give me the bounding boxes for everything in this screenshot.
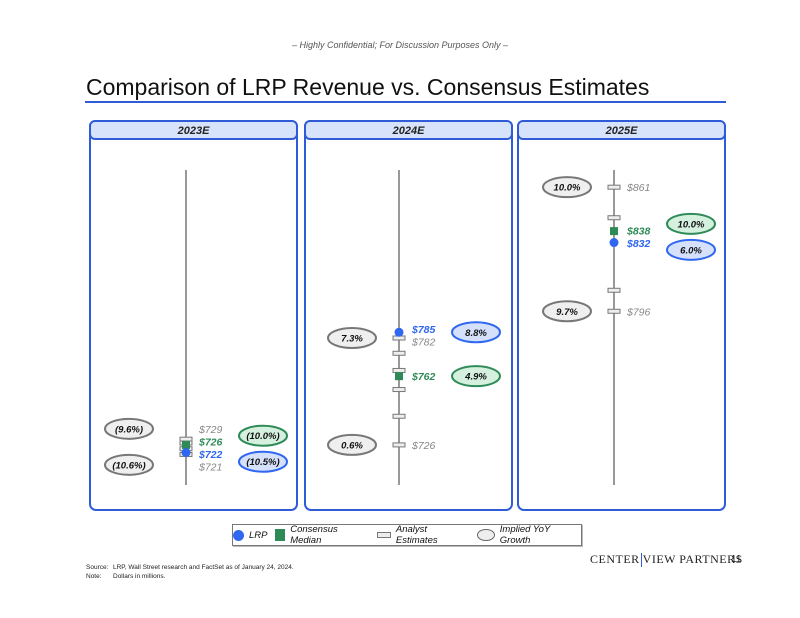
growth-ellipse	[542, 176, 592, 199]
lrp-dot-icon	[233, 529, 244, 541]
growth-value: 10.0%	[678, 219, 705, 230]
estimate-bar-icon	[377, 532, 391, 538]
panel-2024e: 2024E $785$782 $762 $726 7.3% 0.6% 8.8% 4.9%	[304, 120, 513, 511]
lrp-value-label: $832	[626, 238, 651, 250]
growth-ellipse	[104, 453, 154, 476]
low-estimate-label: $796	[626, 306, 651, 318]
panel-header	[304, 120, 513, 140]
growth-value: (10.5%)	[246, 457, 279, 468]
confidentiality-notice: – Highly Confidential; For Discussion Pu…	[291, 40, 509, 50]
growth-ellipse	[327, 327, 377, 349]
low-estimate-label: $726	[411, 440, 436, 452]
source-key: Source:	[86, 564, 109, 571]
growth-ellipse	[238, 424, 288, 447]
analyst-estimate-mark	[392, 367, 406, 373]
growth-ellipse	[327, 433, 377, 456]
legend-lrp-label: LRP	[249, 529, 268, 541]
growth-value: (9.6%)	[115, 424, 143, 435]
legend-lrp: LRP	[233, 529, 268, 541]
lrp-growth-ellipse: (10.5%)	[238, 450, 288, 473]
consensus-value-label: $762	[411, 371, 436, 383]
lrp-value-label: $722	[198, 449, 223, 461]
consensus-growth-ellipse: (10.0%)	[238, 424, 288, 447]
legend-growth: Implied YoY Growth	[477, 524, 581, 546]
growth-value: 4.9%	[464, 372, 487, 383]
growth-value: 7.3%	[341, 334, 363, 345]
panel-year-label: 2025E	[605, 125, 638, 137]
consensus-median-marker	[610, 227, 618, 236]
footnotes: Source: LRP, Wall Street research and Fac…	[86, 563, 294, 581]
consensus-square-icon	[275, 529, 286, 541]
lrp-marker	[394, 327, 404, 337]
consensus-median-marker	[395, 372, 403, 381]
lrp-growth-ellipse: 6.0%	[666, 238, 716, 261]
low-estimate-label: $721	[198, 462, 222, 474]
analyst-estimate-mark	[392, 413, 406, 419]
low-growth-ellipse: 0.6%	[327, 433, 377, 456]
panel-2023e: 2023E $729$726$722$721 (9.6%) (10.6%) (10.0%…	[89, 120, 298, 511]
legend-growth-label: Implied YoY Growth	[499, 524, 551, 546]
consensus-median-marker	[182, 440, 190, 449]
high-estimate-label: $782	[411, 336, 436, 348]
panel-year-label: 2024E	[392, 125, 425, 137]
analyst-estimate-mark	[607, 184, 621, 190]
panel-header	[517, 120, 726, 140]
analyst-estimate-mark	[392, 387, 406, 393]
source-text: LRP, Wall Street research and FactSet as…	[113, 564, 294, 571]
growth-ellipse	[451, 321, 501, 344]
note-text: Dollars in millions.	[113, 573, 166, 580]
consensus-growth-ellipse: 10.0%	[666, 212, 716, 235]
logo-part-a: CENTER	[590, 552, 640, 566]
growth-ellipse	[542, 300, 592, 323]
low-growth-ellipse: 9.7%	[542, 300, 592, 323]
high-estimate-label: $861	[626, 182, 650, 194]
logo-part-b: VIEW PARTNERS	[642, 552, 743, 566]
lrp-value-label: $785	[411, 324, 436, 336]
high-growth-ellipse: (9.6%)	[104, 417, 154, 440]
consensus-value-label: $726	[198, 437, 223, 449]
panel-year-label: 2023E	[177, 125, 210, 137]
growth-value: (10.6%)	[112, 460, 145, 471]
low-growth-ellipse: (10.6%)	[104, 453, 154, 476]
lrp-marker	[181, 448, 191, 458]
analyst-estimate-mark	[607, 308, 621, 314]
consensus-value-label: $838	[626, 226, 651, 238]
legend-consensus-label: Consensus Median	[290, 524, 338, 546]
analyst-estimate-mark	[607, 215, 621, 221]
panel-header	[89, 120, 298, 140]
analyst-estimate-mark	[392, 442, 406, 448]
legend-estimates-label: Analyst Estimates	[395, 524, 438, 546]
lrp-marker	[609, 238, 619, 248]
analyst-estimate-mark	[607, 287, 621, 293]
note-key: Note:	[86, 573, 102, 580]
analyst-estimate-mark	[392, 350, 406, 356]
growth-value: 0.6%	[341, 440, 363, 451]
high-estimate-label: $729	[198, 424, 223, 436]
growth-value: (10.0%)	[246, 431, 279, 442]
growth-value: 6.0%	[680, 245, 702, 256]
growth-ellipse	[238, 450, 288, 473]
growth-ellipse-icon	[477, 529, 495, 541]
page-title: Comparison of LRP Revenue vs. Consensus …	[86, 74, 650, 100]
consensus-growth-ellipse: 4.9%	[451, 365, 501, 388]
legend: LRP Consensus Median Analyst Estimates I…	[232, 524, 582, 546]
title-rule	[85, 101, 726, 103]
legend-consensus: Consensus Median	[275, 524, 369, 546]
growth-ellipse	[104, 417, 154, 440]
high-growth-ellipse: 7.3%	[327, 327, 377, 349]
high-growth-ellipse: 10.0%	[542, 176, 592, 199]
lrp-growth-ellipse: 8.8%	[451, 321, 501, 344]
growth-ellipse	[666, 212, 716, 235]
page-number: 11	[731, 554, 742, 565]
growth-ellipse	[451, 365, 501, 388]
logo-separator	[640, 553, 642, 568]
growth-value: 9.7%	[556, 307, 578, 318]
growth-value: 10.0%	[554, 183, 581, 194]
growth-value: 8.8%	[465, 328, 487, 339]
growth-ellipse	[666, 238, 716, 261]
legend-estimates: Analyst Estimates	[377, 524, 469, 546]
panel-2025e: 2025E $861 $838$832 $796 10.0% 9.7% 10.0% 6.0%	[517, 120, 726, 511]
